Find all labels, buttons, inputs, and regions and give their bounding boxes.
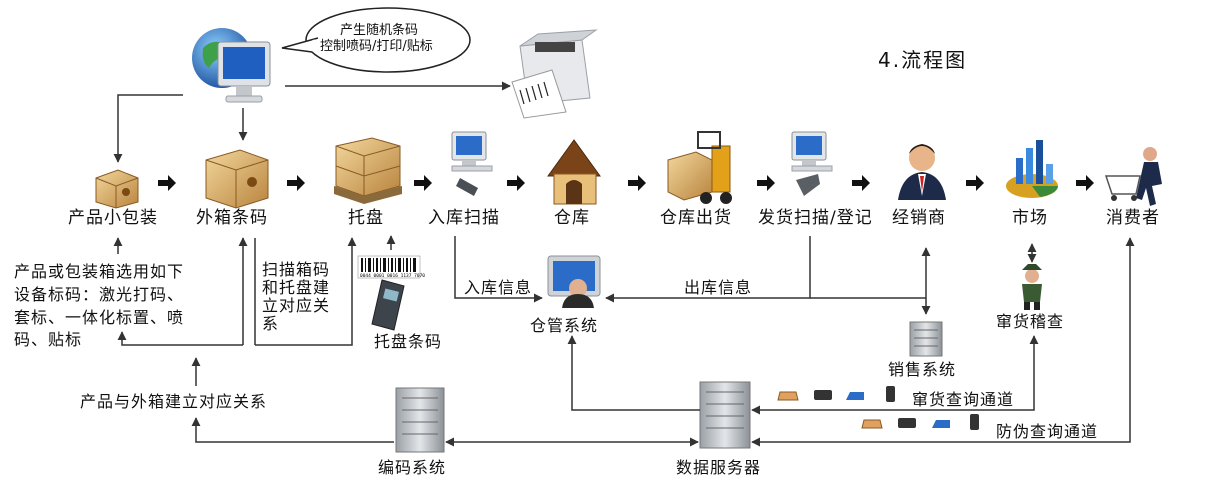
node-pallet: 托盘 <box>348 208 384 228</box>
data-server-label: 数据服务器 <box>676 458 762 477</box>
wms-operator-icon <box>547 255 601 308</box>
warehouse-house-icon <box>547 139 601 205</box>
anticounterfeit-query-devices <box>861 414 979 430</box>
link-relation-label: 产品与外箱建立对应关系 <box>80 392 268 411</box>
lower-connectors <box>113 235 1135 447</box>
diagram-title: 4.流程图 <box>878 48 968 72</box>
dealer-person-icon <box>898 144 946 200</box>
coding-system-label: 编码系统 <box>378 458 447 477</box>
scan-box-note-line-4: 系 <box>262 314 280 333</box>
marking-note-line-4: 码、贴标 <box>14 330 83 349</box>
forklift-icon <box>667 131 732 204</box>
node-small-pack: 产品小包装 <box>68 208 158 228</box>
consumer-shopping-icon <box>1104 147 1162 206</box>
pallet-code-label: 托盘条码 <box>374 332 443 351</box>
node-outer-box: 外箱条码 <box>196 208 268 228</box>
sales-server-icon <box>909 321 943 357</box>
node-outbound: 仓库出货 <box>660 208 732 228</box>
barcode-digits: 0044 0001 0016 1137 7070 <box>360 273 425 279</box>
inbound-info-label: 入库信息 <box>464 278 533 297</box>
data-server-icon <box>699 381 751 449</box>
barcode-icon: 0044 0001 0016 1137 7070 <box>357 255 425 279</box>
node-ship-scan: 发货扫描/登记 <box>758 208 873 228</box>
bubble-line-2: 控制喷码/打印/贴标 <box>320 39 433 54</box>
diversion-channel-label: 窜货查询通道 <box>912 390 1015 409</box>
node-inbound-scan: 入库扫描 <box>428 208 500 228</box>
coding-server-icon <box>395 387 445 453</box>
inspector-icon <box>1022 264 1042 310</box>
node-consumer: 消费者 <box>1106 208 1160 228</box>
inspection-label: 窜货稽查 <box>996 312 1065 331</box>
outbound-info-label: 出库信息 <box>684 278 753 297</box>
ship-scan-icon <box>791 131 833 196</box>
pallet-stack-icon <box>334 137 402 204</box>
node-dealer: 经销商 <box>892 208 946 228</box>
outer-carton-icon <box>205 149 269 209</box>
main-flow-arrows <box>158 175 1094 191</box>
scan-box-note-line-2: 和托盘建 <box>262 278 331 297</box>
anticounterfeit-channel-label: 防伪查询通道 <box>996 422 1099 441</box>
label-printer-icon <box>511 29 598 119</box>
sales-system-label: 销售系统 <box>888 360 957 379</box>
scan-box-note-line-3: 立对应关 <box>262 296 331 315</box>
computer-globe-icon <box>192 28 271 103</box>
scan-box-note-line-1: 扫描箱码 <box>262 260 331 279</box>
speech-bubble <box>281 7 471 73</box>
small-package-icon <box>95 169 139 209</box>
marking-note-line-2: 设备标码：激光打码、 <box>14 285 185 304</box>
top-connectors <box>113 81 511 163</box>
wms-label: 仓管系统 <box>530 316 599 335</box>
diversion-query-devices <box>777 386 895 402</box>
marking-note-line-3: 套标、一体化标置、喷 <box>14 308 185 327</box>
handheld-scanner-icon <box>371 279 405 331</box>
bubble-line-1: 产生随机条码 <box>340 23 419 38</box>
node-warehouse: 仓库 <box>554 208 590 228</box>
marking-note-line-1: 产品或包装箱选用如下 <box>14 262 185 281</box>
market-chart-icon <box>1006 140 1058 198</box>
node-market: 市场 <box>1012 208 1048 228</box>
inbound-scan-icon <box>451 131 493 196</box>
